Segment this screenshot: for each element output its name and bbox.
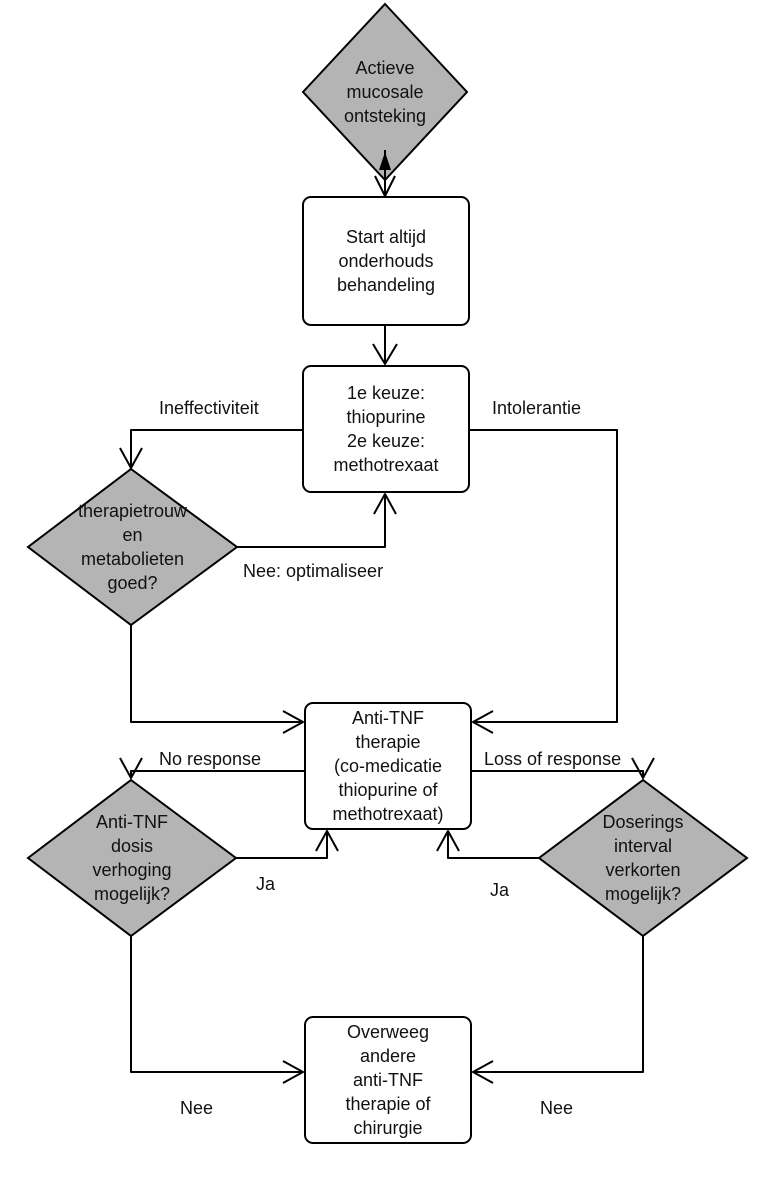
label-nee-right: Nee <box>540 1098 574 1118</box>
connector-ineffectiviteit <box>130 429 303 467</box>
node-active-inflammation: Actieve mucosale ontsteking <box>303 4 467 180</box>
node-adherence-check-text: therapietrouw en metabolieten goed? <box>77 501 188 593</box>
arrowhead-ineffectiviteit <box>119 447 143 469</box>
node-start-maintenance: Start altijd onderhouds behandeling <box>303 197 469 325</box>
label-ja-right: Ja <box>490 880 510 900</box>
connector-nee-left <box>130 936 303 1073</box>
label-nee-left: Nee <box>180 1098 214 1118</box>
arrowhead-start-to-first-choice <box>372 325 398 365</box>
node-consider-other-text: Overweeg andere anti-TNF therapie of chi… <box>345 1022 431 1138</box>
arrowhead-nee-left <box>282 1060 304 1084</box>
arrowhead-loss-of-response <box>631 757 655 779</box>
node-active-inflammation-text: Actieve mucosale ontsteking <box>343 58 427 126</box>
node-anti-tnf-text: Anti-TNF therapie (co-medicatie thiopuri… <box>332 708 444 824</box>
label-loss-of-response: Loss of response <box>484 749 622 769</box>
node-interval-shorten: Doserings interval verkorten mogelijk? <box>539 780 747 936</box>
filled-arrowhead-up <box>379 152 391 170</box>
connector-intolerantie <box>469 429 618 723</box>
arrowhead-up <box>374 175 396 197</box>
node-first-choice: 1e keuze: thiopurine 2e keuze: methotrex… <box>303 366 469 492</box>
label-no-response: No response <box>159 749 262 769</box>
arrowhead-nee-optimaliseer <box>373 493 397 515</box>
label-ineffectiviteit: Ineffectiviteit <box>159 398 259 418</box>
node-interval-shorten-text: Doserings interval verkorten mogelijk? <box>602 812 684 904</box>
connector-nee-optimaliseer <box>237 494 386 548</box>
connector-loss-of-response <box>471 770 644 778</box>
node-anti-tnf: Anti-TNF therapie (co-medicatie thiopuri… <box>305 703 471 829</box>
arrowhead-adherence-yes <box>282 710 304 734</box>
arrowhead-nee-right <box>472 1060 494 1084</box>
node-adherence-check: therapietrouw en metabolieten goed? <box>28 469 237 625</box>
box-anti-tnf <box>304 702 472 830</box>
node-consider-other: Overweeg andere anti-TNF therapie of chi… <box>305 1017 471 1143</box>
label-intolerantie: Intolerantie <box>492 398 582 418</box>
box-consider-other <box>304 1016 472 1144</box>
arrowhead-ja-right <box>436 830 460 852</box>
node-dose-increase-text: Anti-TNF dosis verhoging mogelijk? <box>92 812 172 904</box>
label-ja-left: Ja <box>256 874 276 894</box>
connector-ja-right <box>447 831 539 859</box>
arrowhead-intolerantie <box>472 710 494 734</box>
arrowhead-no-response <box>119 757 143 779</box>
connector-ja-left <box>236 831 328 859</box>
label-nee-optimaliseer: Nee: optimaliseer <box>243 561 384 581</box>
connector-no-response <box>130 770 305 778</box>
connector-nee-right <box>473 936 644 1073</box>
node-start-maintenance-text: Start altijd onderhouds behandeling <box>336 227 436 295</box>
node-dose-increase: Anti-TNF dosis verhoging mogelijk? <box>28 780 236 936</box>
node-first-choice-text: 1e keuze: thiopurine 2e keuze: methotrex… <box>333 383 439 475</box>
connector-adherence-yes <box>130 625 303 723</box>
arrowhead-ja-left <box>315 830 339 852</box>
